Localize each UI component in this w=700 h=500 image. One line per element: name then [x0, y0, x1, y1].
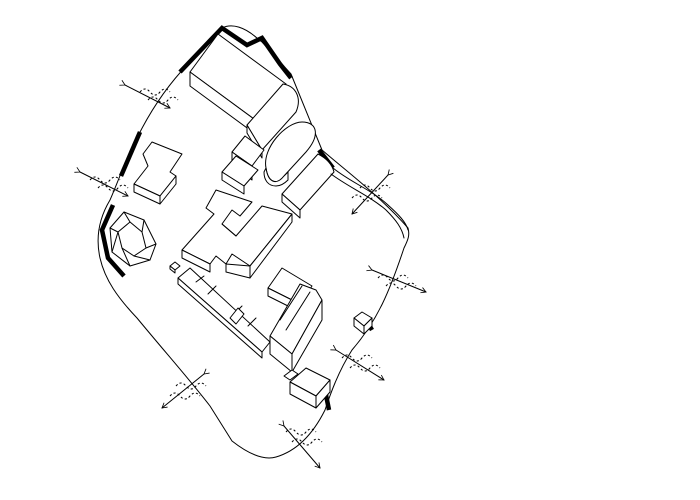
gabled-building: [267, 267, 323, 373]
sound-indicator-east-middle: [366, 265, 427, 294]
sound-indicator-west: [74, 167, 129, 197]
south-corner-block: [283, 367, 331, 409]
sound-indicator-northwest: [119, 80, 179, 109]
faceted-pavilion: [109, 211, 157, 267]
oval-building: [263, 121, 316, 187]
west-bar-block: [133, 141, 183, 205]
sound-indicators: [74, 80, 427, 469]
sound-indicator-east-upper: [351, 169, 394, 215]
north-small-block: [221, 135, 265, 195]
sound-indicator-southwest: [161, 368, 210, 409]
south-row-block: [177, 267, 271, 359]
east-kiosk: [353, 311, 373, 335]
east-curved-block: [281, 153, 409, 239]
sound-indicator-east-lower: [330, 344, 385, 381]
sound-indicator-south: [278, 420, 323, 469]
small-markers: [169, 261, 181, 274]
central-comb-block: [181, 189, 293, 279]
